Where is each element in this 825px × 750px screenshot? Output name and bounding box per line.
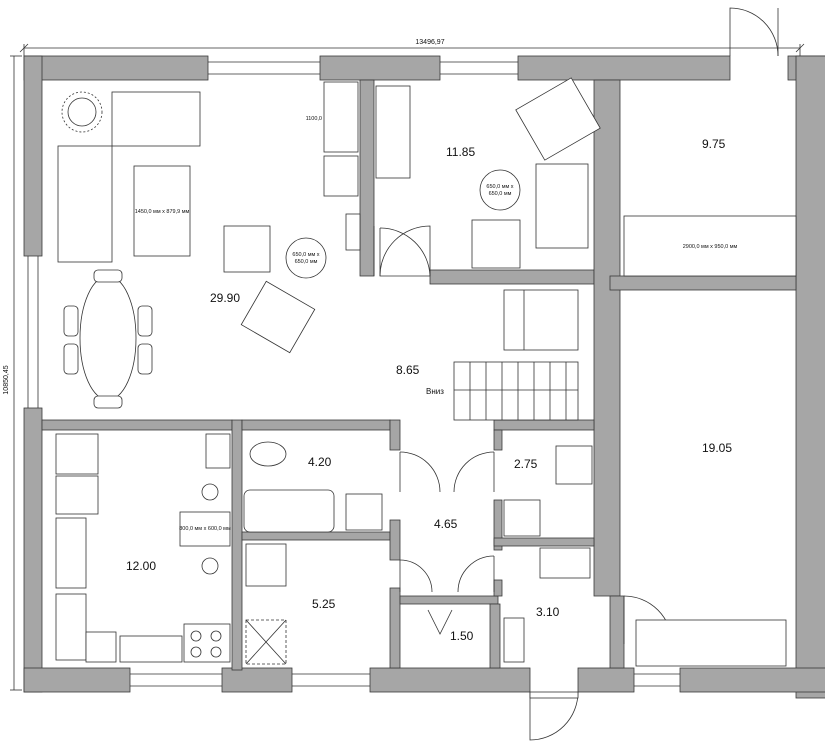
svg-text:800,0 мм x 600,0 мм: 800,0 мм x 600,0 мм: [179, 526, 231, 532]
living-furniture: 1450,0 мм x 879,9 мм 650,0 мм x 650,0 мм…: [57, 81, 361, 409]
stove: [183, 623, 231, 663]
room-storage-area: 2.75: [514, 457, 538, 471]
svg-text:2900,0 мм x 950,0 мм: 2900,0 мм x 950,0 мм: [683, 244, 738, 250]
overall-height-label: 10850,45: [3, 365, 10, 394]
room-entrance-area: 3.10: [536, 605, 560, 619]
washer: [245, 543, 287, 587]
room-labels: 29.90 11.85 9.75 8.65 4.20 2.75 12.00 4.…: [126, 137, 732, 643]
storage-furniture: [503, 445, 787, 667]
sink-kitchen: [85, 631, 117, 663]
room-closet-area: 1.50: [450, 629, 474, 643]
stairs-down-label: Вниз: [426, 387, 444, 396]
sofa-top: [111, 91, 201, 147]
room-bedroom-right-area: 9.75: [702, 137, 726, 151]
bathtub: [243, 489, 335, 533]
room-living-area: 29.90: [210, 291, 240, 305]
room-corridor-area: 4.65: [434, 517, 458, 531]
room-big-area: 19.05: [702, 441, 732, 455]
outer-walls: [23, 55, 825, 699]
svg-text:650,0 мм: 650,0 мм: [489, 191, 512, 197]
desk-living: [323, 81, 359, 153]
wardrobe-right: 2900,0 мм x 950,0 мм: [623, 215, 797, 277]
coffee-table: [133, 165, 191, 257]
kitchen-furniture: 800,0 мм x 600,0 мм: [55, 433, 231, 663]
inner-walls: [41, 79, 797, 671]
bedroom-armchair: [471, 219, 521, 269]
armchair-1: [223, 225, 271, 273]
sink-bath: [345, 493, 383, 531]
lamp-icon: [61, 91, 103, 133]
doors: [373, 7, 779, 741]
dimension-top: 13496,97: [19, 39, 805, 56]
dimension-left: 10850,45: [3, 55, 22, 691]
svg-text:650,0 мм x: 650,0 мм x: [486, 184, 513, 190]
dining-table: [79, 275, 137, 401]
desk-bedroom: [515, 77, 601, 161]
room-kitchen-area: 12.00: [126, 559, 156, 573]
toilet-icon: [249, 441, 287, 467]
sofa-left: [57, 145, 113, 263]
wardrobe-small: [375, 85, 411, 179]
room-laundry-area: 5.25: [312, 597, 336, 611]
svg-text:650,0 мм x: 650,0 мм x: [292, 252, 319, 258]
stairs: Вниз: [426, 289, 579, 421]
coffee-table-label: 1450,0 мм x 879,9 мм: [135, 209, 190, 215]
bath-fixtures: [243, 441, 383, 665]
round-table-living: [285, 237, 327, 279]
bedroom-sofa: [535, 163, 589, 249]
overall-width-label: 13496,97: [415, 39, 444, 46]
kitchen-table: [179, 511, 231, 547]
svg-text:650,0 мм: 650,0 мм: [295, 259, 318, 265]
armchair-2: [240, 280, 316, 354]
svg-text:1100,0: 1100,0: [306, 116, 322, 122]
round-table-bedroom: [479, 169, 521, 211]
room-bedroom-small-area: 11.85: [446, 145, 475, 159]
room-hall-area: 8.65: [396, 363, 420, 377]
room-toilet-area: 4.20: [308, 455, 332, 469]
bedroom-furniture: 650,0 мм x 650,0 мм: [375, 77, 601, 269]
